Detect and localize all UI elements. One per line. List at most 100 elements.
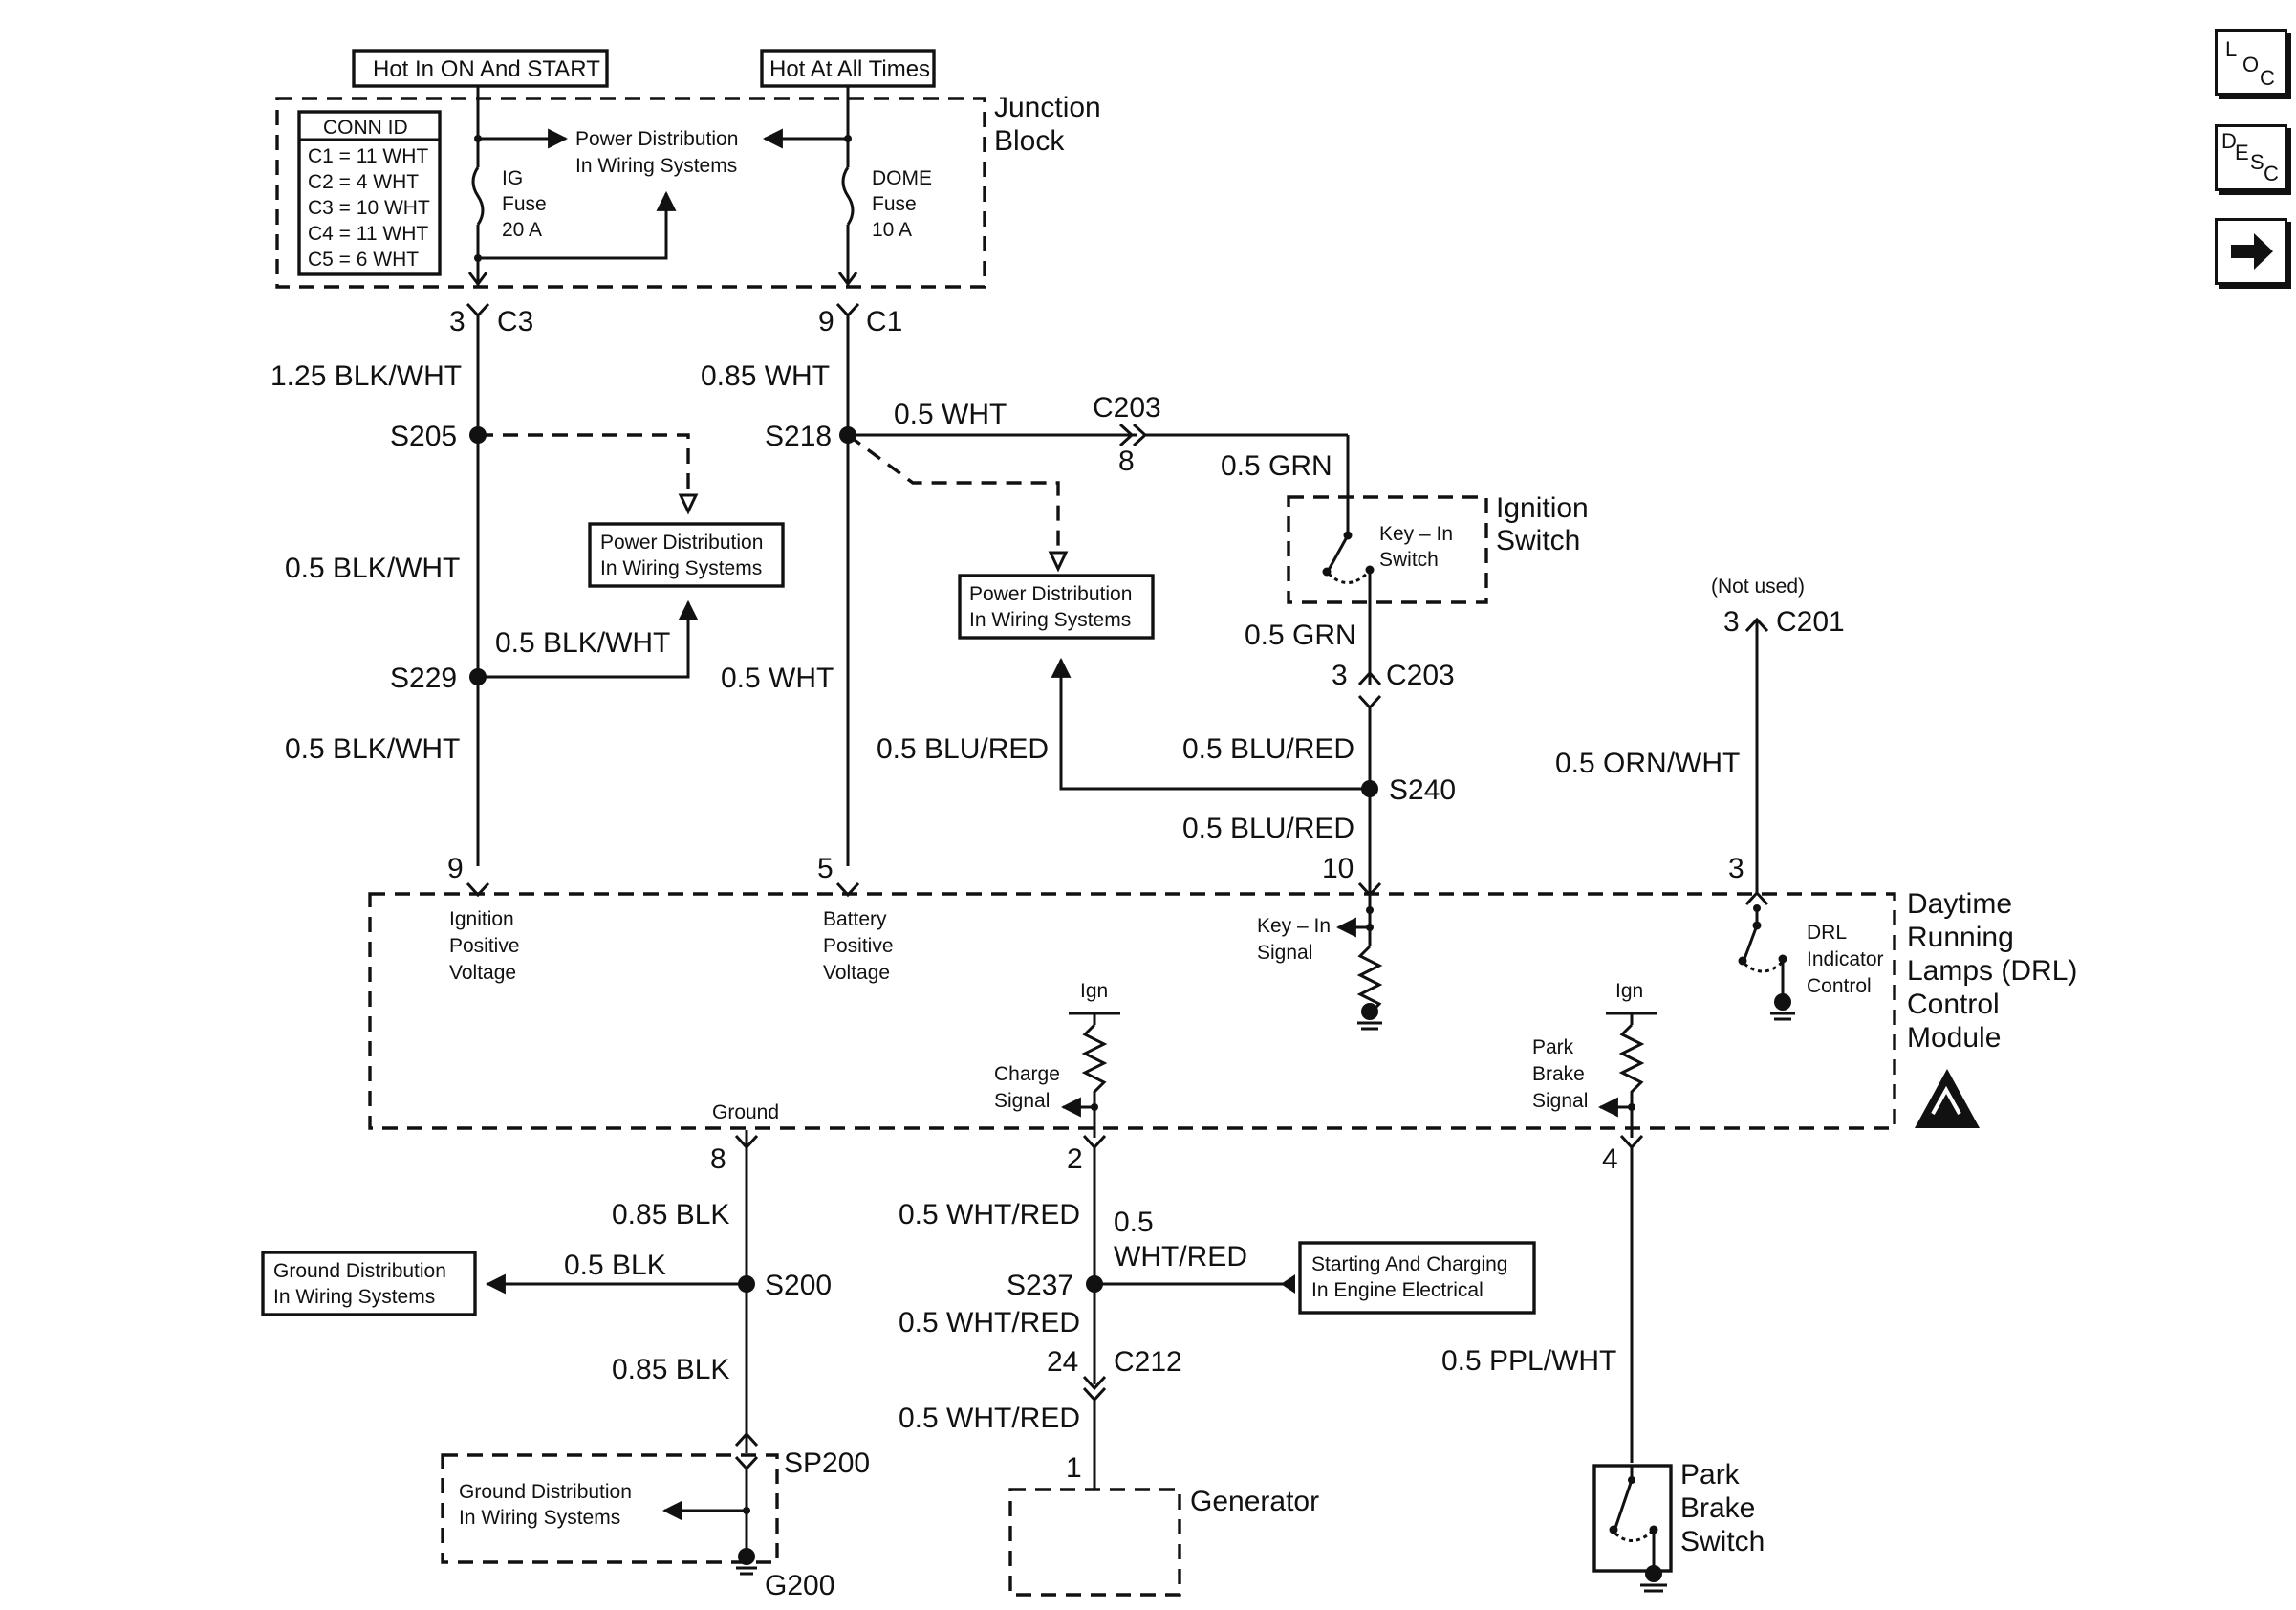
loc-o: O [2242, 53, 2260, 76]
c1-pin: 9 [818, 306, 834, 337]
svg-text:In Engine Electrical: In Engine Electrical [1311, 1279, 1484, 1301]
s205-label: S205 [390, 421, 457, 452]
drl-pin-9: 9 [447, 853, 464, 884]
loc-c: C [2260, 66, 2275, 90]
svg-text:IG: IG [502, 167, 523, 189]
svg-text:Battery: Battery [823, 908, 887, 930]
svg-text:1.25 BLK/WHT: 1.25 BLK/WHT [271, 360, 462, 392]
svg-text:In Wiring Systems: In Wiring Systems [459, 1507, 620, 1529]
drl-pin-3: 3 [1728, 853, 1744, 884]
svg-text:Brake: Brake [1680, 1492, 1755, 1524]
svg-text:In Wiring Systems: In Wiring Systems [575, 155, 737, 177]
svg-text:Power Distribution: Power Distribution [600, 532, 763, 554]
svg-text:0.85 BLK: 0.85 BLK [612, 1199, 729, 1230]
svg-text:Power Distribution: Power Distribution [575, 128, 738, 150]
desc-s: S [2250, 150, 2264, 174]
svg-text:In Wiring Systems: In Wiring Systems [969, 609, 1131, 631]
c203-top-label: C203 [1093, 392, 1161, 424]
svg-text:C3 = 10 WHT: C3 = 10 WHT [308, 197, 430, 219]
svg-text:C5 = 6 WHT: C5 = 6 WHT [308, 249, 419, 271]
svg-text:Voltage: Voltage [449, 962, 516, 984]
svg-text:Module: Module [1907, 1022, 2001, 1054]
svg-text:Running: Running [1907, 922, 2014, 953]
svg-text:0.5 BLU/RED: 0.5 BLU/RED [1182, 733, 1354, 765]
svg-text:0.5 ORN/WHT: 0.5 ORN/WHT [1555, 748, 1740, 779]
desc-d: D [2221, 129, 2237, 153]
svg-text:Positive: Positive [823, 935, 894, 957]
g200-label: G200 [765, 1570, 834, 1601]
svg-text:Daytime: Daytime [1907, 888, 2012, 920]
power-distribution-box-a: Power Distribution In Wiring Systems [588, 522, 785, 588]
svg-text:0.5 WHT/RED: 0.5 WHT/RED [899, 1307, 1080, 1338]
svg-text:Switch: Switch [1496, 525, 1580, 556]
svg-text:In Wiring Systems: In Wiring Systems [273, 1286, 435, 1308]
svg-text:Generator: Generator [1190, 1486, 1319, 1517]
svg-text:Ignition: Ignition [449, 908, 514, 930]
s229-label: S229 [390, 663, 457, 694]
loc-l: L [2225, 37, 2238, 61]
drl-control-module: Daytime Running Lamps (DRL) Control Modu… [368, 853, 2077, 1175]
svg-text:0.5 BLK/WHT: 0.5 BLK/WHT [285, 733, 460, 765]
next-button[interactable] [2215, 218, 2287, 285]
svg-text:0.5 BLU/RED: 0.5 BLU/RED [1182, 813, 1354, 844]
svg-text:Power Distribution: Power Distribution [969, 583, 1132, 605]
svg-text:Hot At All Times: Hot At All Times [769, 56, 930, 82]
svg-text:Positive: Positive [449, 935, 520, 957]
power-distribution-box-b: Power Distribution In Wiring Systems [958, 574, 1155, 640]
svg-text:0.5 BLK/WHT: 0.5 BLK/WHT [495, 627, 670, 659]
svg-text:Switch: Switch [1680, 1526, 1765, 1557]
c3-label: C3 [497, 306, 533, 337]
s200-label: S200 [765, 1270, 832, 1301]
c201-label: C201 [1776, 606, 1845, 638]
ground-distribution-box-b: Ground Distribution In Wiring Systems [441, 1453, 779, 1564]
svg-text:Charge: Charge [994, 1063, 1060, 1085]
svg-text:Ignition: Ignition [1496, 492, 1589, 524]
svg-text:Ground: Ground [712, 1101, 779, 1123]
hot-all-times-label: Hot At All Times [760, 49, 936, 88]
svg-text:0.5 PPL/WHT: 0.5 PPL/WHT [1441, 1345, 1616, 1377]
svg-text:C4 = 11 WHT: C4 = 11 WHT [308, 223, 428, 245]
svg-text:Starting And Charging: Starting And Charging [1311, 1253, 1507, 1275]
hot-on-start-label: Hot In ON And START [352, 49, 609, 88]
svg-text:Key – In: Key – In [1379, 523, 1453, 545]
junction-block: Junction Block CONN ID C1 = 11 WHT C2 = … [275, 92, 1101, 289]
svg-text:WHT/RED: WHT/RED [1114, 1241, 1247, 1273]
c212-pin: 24 [1047, 1346, 1078, 1378]
svg-text:Fuse: Fuse [872, 193, 917, 215]
drl-pin-10: 10 [1322, 853, 1354, 884]
svg-text:Brake: Brake [1532, 1063, 1585, 1085]
svg-text:0.5 BLK: 0.5 BLK [564, 1250, 666, 1281]
svg-text:Indicator: Indicator [1807, 948, 1884, 970]
svg-text:0.85 BLK: 0.85 BLK [612, 1354, 729, 1385]
desc-e: E [2235, 141, 2249, 164]
desc-button[interactable]: D E S C [2215, 124, 2287, 191]
svg-text:0.85 WHT: 0.85 WHT [701, 360, 830, 392]
s240-label: S240 [1389, 774, 1456, 806]
svg-text:Park: Park [1680, 1459, 1741, 1490]
arrow-right-icon [2231, 233, 2273, 270]
drl-pin-2: 2 [1067, 1143, 1083, 1175]
c201-pin: 3 [1723, 606, 1740, 638]
svg-text:In Wiring Systems: In Wiring Systems [600, 557, 762, 579]
svg-text:Signal: Signal [994, 1090, 1050, 1112]
svg-text:Lamps (DRL): Lamps (DRL) [1907, 955, 2077, 987]
desc-c: C [2264, 162, 2279, 185]
conn-id-table: CONN ID C1 = 11 WHT C2 = 4 WHT C3 = 10 W… [297, 110, 442, 276]
svg-text:Ground Distribution: Ground Distribution [459, 1481, 632, 1503]
svg-text:0.5 GRN: 0.5 GRN [1245, 620, 1356, 651]
s218-label: S218 [765, 421, 832, 452]
svg-text:Signal: Signal [1257, 942, 1312, 964]
starting-charging-box: Starting And Charging In Engine Electric… [1298, 1241, 1536, 1315]
svg-text:Control: Control [1807, 975, 1872, 997]
svg-text:Ign: Ign [1615, 980, 1643, 1002]
c203-top-pin: 8 [1118, 446, 1135, 477]
c203-pin: 3 [1332, 660, 1348, 691]
svg-text:0.5 WHT/RED: 0.5 WHT/RED [899, 1403, 1080, 1434]
generator-pin: 1 [1066, 1452, 1082, 1484]
svg-text:Fuse: Fuse [502, 193, 547, 215]
junction-block-title-2: Block [994, 125, 1065, 157]
loc-button[interactable]: L O C [2215, 29, 2287, 96]
svg-text:Switch: Switch [1379, 549, 1439, 571]
svg-text:Control: Control [1907, 989, 2000, 1020]
